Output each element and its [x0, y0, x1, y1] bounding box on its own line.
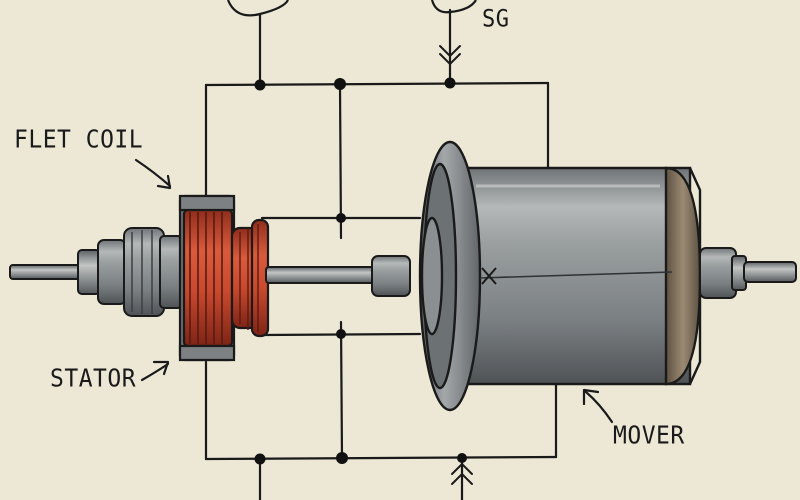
- stator: [178, 194, 236, 362]
- field-coil-label: FLET COIL: [14, 125, 144, 155]
- middle-lower-wire: [339, 320, 344, 460]
- junction-dot: [254, 79, 266, 91]
- field-coil: [230, 218, 270, 338]
- junction-dot: [334, 78, 346, 90]
- label-arrow-icon: [134, 158, 614, 424]
- stator-label: STATOR: [50, 364, 137, 394]
- sg-label: SG: [482, 5, 510, 33]
- junction-dot: [336, 213, 346, 223]
- center-shaft: [265, 255, 411, 297]
- junction-dot: [457, 453, 467, 463]
- junction-dot: [444, 77, 456, 89]
- terminal-loop-right-icon: [430, 0, 477, 14]
- junction-dot: [254, 453, 266, 465]
- mover-label: MOVER: [613, 421, 685, 451]
- ground-symbol-bottom-icon: [451, 462, 473, 485]
- junction-dots: [254, 77, 467, 465]
- coil-windings: [189, 212, 223, 344]
- junction-dot: [336, 329, 346, 339]
- mover: [418, 140, 702, 412]
- middle-vertical-wire: [338, 82, 343, 240]
- terminal-loop-left-icon: [226, 0, 289, 17]
- right-shaft: [699, 247, 797, 299]
- junction-dot: [336, 452, 348, 464]
- left-shaft: [9, 227, 183, 317]
- ground-symbol-top-icon: [439, 45, 461, 66]
